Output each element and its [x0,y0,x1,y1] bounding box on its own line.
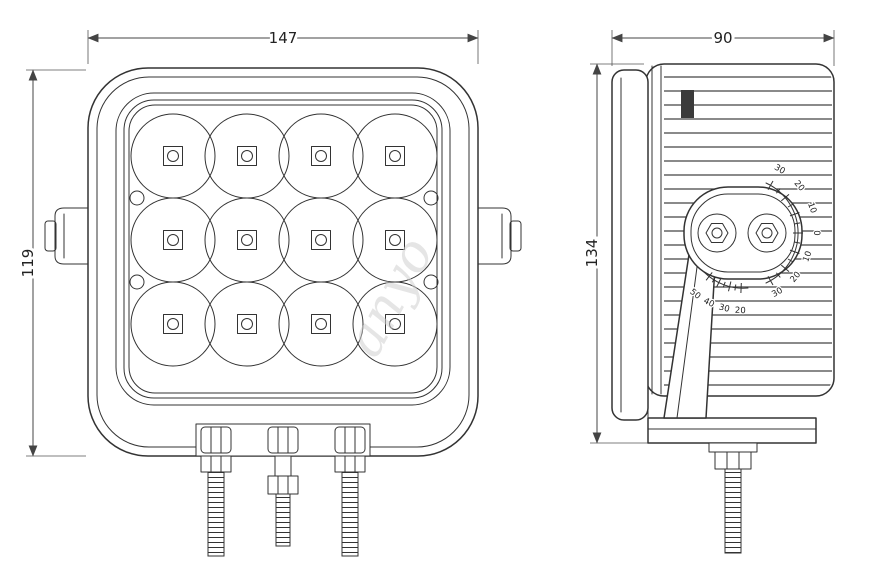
angle-tick [711,276,716,283]
angle-tick [789,249,800,254]
bolt-nut [334,455,366,473]
angle-tick [716,277,722,288]
bolt-hex-head [714,451,752,470]
front-view: 147 119 [16,26,522,557]
led-reflector [278,197,364,283]
bracket-foot [647,417,817,444]
angle-tick [776,272,781,278]
angle-tick [787,258,794,263]
led-grid [129,113,439,367]
bolt-washer [708,442,758,453]
lens-screw [423,190,439,206]
side-dimension-width: 90 [611,26,835,66]
led-reflector [130,281,216,367]
front-mount-tab-right [477,207,522,265]
pivot-bolt [697,213,737,253]
side-height-value: 134 [583,239,601,268]
led-reflector [204,197,290,283]
pivot-bolt [747,213,787,253]
angle-tick [734,284,737,291]
angle-tick [794,222,801,225]
angle-tick [780,194,790,202]
threaded-stud [275,493,291,547]
angle-tick [728,281,732,292]
threaded-stud [724,468,742,554]
angle-scale-label: 30 [718,302,731,314]
lens-screw [423,274,439,290]
led-reflector [204,281,290,367]
angle-tick [767,180,774,190]
angle-scale-label: 0 [811,230,821,235]
angle-tick [787,203,794,208]
angle-tick [789,212,800,217]
lens-screw [129,274,145,290]
front-width-value: 147 [269,29,298,47]
lens-screw [129,190,145,206]
angle-tick [776,188,781,194]
heatsink-slot [681,90,694,118]
front-dimension-height: 119 [16,69,86,457]
watermark-text: anyo [334,228,446,367]
angle-tick [705,272,713,281]
led-reflector [130,197,216,283]
threaded-stud [341,471,359,557]
front-dimension-width: 147 [87,26,479,64]
front-mount-tab-left [44,207,89,265]
bracket-pivot [683,186,803,280]
bolt-nut [267,475,299,495]
led-reflector [278,113,364,199]
side-lens [611,69,649,421]
side-width-value: 90 [713,29,732,47]
led-reflector [352,113,438,199]
front-bottom-bolts [195,423,371,557]
angle-tick [722,281,726,288]
led-reflector [130,113,216,199]
front-lens [128,104,438,394]
led-reflector [204,113,290,199]
side-view: 90 134 [580,26,835,554]
angle-tick [794,241,801,244]
front-height-value: 119 [19,249,37,278]
angle-tick [767,276,774,286]
bolt-nut [200,455,232,473]
threaded-stud [207,471,225,557]
side-bottom-bolt [708,442,758,554]
side-dimension-height: 134 [580,63,648,444]
angle-scale-label: 20 [735,306,746,316]
angle-tick [780,264,790,272]
